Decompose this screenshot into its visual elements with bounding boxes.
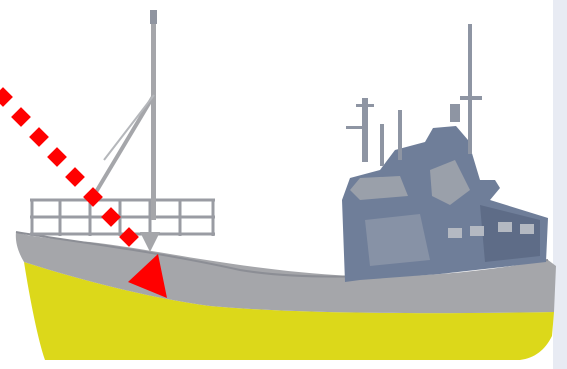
railing-bracket [140, 232, 160, 252]
window [470, 226, 484, 236]
wheelhouse [342, 126, 548, 282]
deck-railing [30, 200, 215, 236]
window [520, 224, 534, 234]
foremast [90, 10, 157, 220]
window [448, 228, 462, 238]
window [498, 222, 512, 232]
